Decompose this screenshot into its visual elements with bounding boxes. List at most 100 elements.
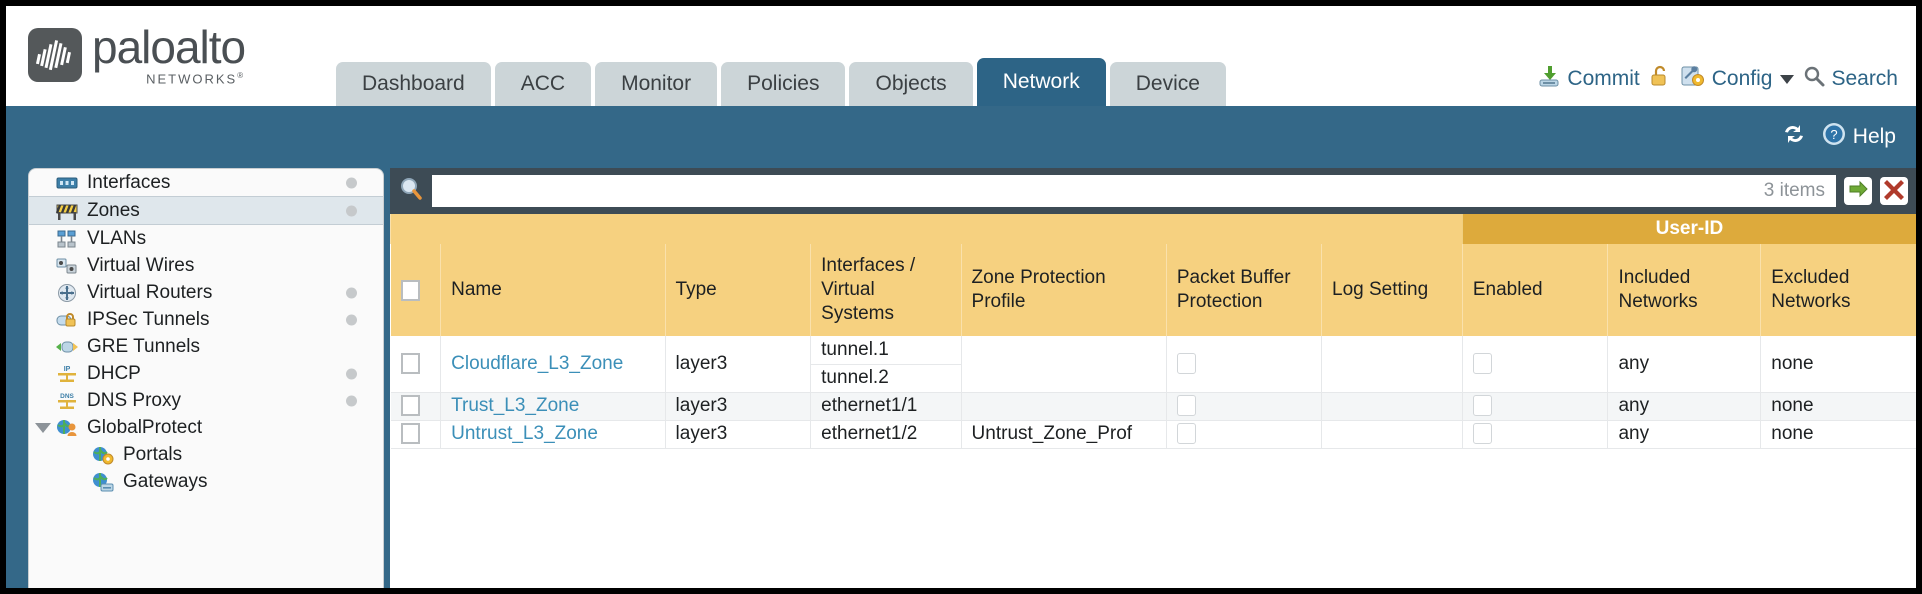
vlans-icon xyxy=(55,229,79,249)
cell-zone-protection-profile xyxy=(960,336,1167,393)
packet-buffer-protection-checkbox[interactable] xyxy=(1176,395,1196,417)
zone-name-link[interactable]: Trust_L3_Zone xyxy=(451,395,580,416)
sidebar-item-label: Virtual Routers xyxy=(87,281,213,303)
row-checkbox[interactable] xyxy=(400,423,420,445)
cell-type: layer3 xyxy=(664,336,811,393)
search-input-wrapper[interactable]: 3 items xyxy=(432,175,1836,207)
tab-objects[interactable]: Objects xyxy=(849,62,973,106)
search-magnifier-icon xyxy=(1803,65,1825,93)
sidebar-item-vlans[interactable]: VLANs xyxy=(29,225,383,252)
cell-interface: ethernet1/1 xyxy=(810,392,962,421)
column-header-included-networks[interactable]: Included Networks xyxy=(1607,244,1761,336)
sidebar-item-ipsec-tunnels[interactable]: IPSec Tunnels xyxy=(29,306,383,333)
sidebar-item-interfaces[interactable]: Interfaces xyxy=(29,169,383,196)
sidebar-item-label: VLANs xyxy=(87,227,147,249)
tab-network[interactable]: Network xyxy=(976,58,1106,106)
userid-enabled-checkbox[interactable] xyxy=(1472,423,1492,445)
cell-log-setting xyxy=(1321,392,1463,421)
select-all-checkbox[interactable] xyxy=(400,279,420,301)
help-question-icon: ? xyxy=(1821,121,1847,153)
column-header-name[interactable]: Name xyxy=(440,244,666,336)
page-body: Interfaces Zones xyxy=(6,168,1916,588)
column-header-zone-protection-profile[interactable]: Zone Protection Profile xyxy=(960,244,1167,336)
sidebar-item-label: Virtual Wires xyxy=(87,254,195,276)
cell-included-networks: any xyxy=(1607,392,1761,421)
tab-device[interactable]: Device xyxy=(1109,62,1226,106)
sidebar-status-dot xyxy=(346,368,357,379)
packet-buffer-protection-checkbox[interactable] xyxy=(1176,353,1196,375)
cell-packet-buffer-protection xyxy=(1165,336,1322,393)
userid-enabled-checkbox[interactable] xyxy=(1472,395,1492,417)
network-sidebar: Interfaces Zones xyxy=(28,168,384,588)
zone-name-link[interactable]: Untrust_L3_Zone xyxy=(451,423,598,444)
search-input[interactable] xyxy=(443,179,1754,203)
row-checkbox[interactable] xyxy=(400,353,420,375)
tab-dashboard[interactable]: Dashboard xyxy=(336,62,491,106)
config-lock-button[interactable] xyxy=(1649,64,1671,94)
sidebar-status-dot xyxy=(346,287,357,298)
row-checkbox[interactable] xyxy=(400,395,420,417)
main-nav-tabs: Dashboard ACC Monitor Policies Objects N… xyxy=(336,58,1226,106)
refresh-icon xyxy=(1781,122,1807,152)
sidebar-item-portals[interactable]: Portals xyxy=(29,441,383,468)
interfaces-icon xyxy=(55,173,79,193)
packet-buffer-protection-checkbox[interactable] xyxy=(1176,423,1196,445)
sidebar-status-dot xyxy=(346,314,357,325)
sidebar-item-dhcp[interactable]: IP DHCP xyxy=(29,360,383,387)
sidebar-item-gateways[interactable]: Gateways xyxy=(29,468,383,495)
column-header-packet-buffer-protection[interactable]: Packet Buffer Protection xyxy=(1165,244,1322,336)
expander-triangle-icon[interactable] xyxy=(35,422,51,433)
sidebar-item-dns-proxy[interactable]: DNS DNS Proxy xyxy=(29,387,383,414)
cell-interface: ethernet1/2 xyxy=(810,420,962,449)
group-header-userid: User-ID xyxy=(1461,214,1916,244)
dhcp-ip-icon: IP xyxy=(55,364,79,384)
config-button[interactable]: Config xyxy=(1680,64,1795,94)
column-header-type[interactable]: Type xyxy=(664,244,811,336)
sidebar-item-label: Portals xyxy=(123,443,183,465)
svg-text:IP: IP xyxy=(64,366,71,373)
cell-excluded-networks: none xyxy=(1760,392,1916,421)
help-button[interactable]: ? Help xyxy=(1821,121,1896,153)
tab-policies[interactable]: Policies xyxy=(721,62,846,106)
cell-log-setting xyxy=(1321,336,1463,393)
table-row[interactable]: Trust_L3_Zone layer3 ethernet1/1 xyxy=(390,392,1916,421)
cell-included-networks: any xyxy=(1607,336,1761,393)
row-select-cell xyxy=(390,336,441,393)
search-button[interactable]: Search xyxy=(1803,65,1898,93)
refresh-button[interactable] xyxy=(1781,122,1807,152)
clear-filter-button[interactable] xyxy=(1880,177,1908,205)
tab-acc[interactable]: ACC xyxy=(494,62,592,106)
sidebar-item-zones[interactable]: Zones xyxy=(29,196,383,225)
zones-barrier-icon xyxy=(55,201,79,221)
column-header-interfaces-virtual-systems[interactable]: Interfaces / Virtual Systems xyxy=(810,244,962,336)
sidebar-item-virtual-routers[interactable]: Virtual Routers xyxy=(29,279,383,306)
chevron-down-icon[interactable] xyxy=(1780,74,1795,84)
table-row[interactable]: Cloudflare_L3_Zone layer3 tunnel.1 xyxy=(390,336,1916,393)
group-header-spacer xyxy=(390,214,1463,244)
column-header-excluded-networks[interactable]: Excluded Networks xyxy=(1760,244,1916,336)
sidebar-item-label: Zones xyxy=(87,199,140,221)
apply-filter-arrow-icon xyxy=(1847,178,1869,205)
sidebar-item-gre-tunnels[interactable]: GRE Tunnels xyxy=(29,333,383,360)
column-header-log-setting[interactable]: Log Setting xyxy=(1321,244,1463,336)
cell-userid-enabled xyxy=(1461,336,1608,393)
table-row[interactable]: Untrust_L3_Zone layer3 ethernet1/2 Untru… xyxy=(390,420,1916,449)
commit-button[interactable]: Commit xyxy=(1537,64,1640,94)
tab-monitor[interactable]: Monitor xyxy=(595,62,718,106)
zones-table-wrapper: User-ID Name Type Interfaces / Virtual S… xyxy=(390,214,1916,588)
apply-filter-button[interactable] xyxy=(1844,177,1872,205)
portals-globe-gear-icon xyxy=(91,445,115,465)
sidebar-item-label: IPSec Tunnels xyxy=(87,308,210,330)
cell-userid-enabled xyxy=(1461,420,1608,449)
sidebar-item-virtual-wires[interactable]: Virtual Wires xyxy=(29,252,383,279)
cell-included-networks: any xyxy=(1607,420,1761,449)
virtual-wires-icon xyxy=(55,256,79,276)
column-header-userid-enabled[interactable]: Enabled xyxy=(1461,244,1608,336)
clear-filter-close-icon xyxy=(1883,178,1905,205)
virtual-routers-icon xyxy=(55,283,79,303)
config-wrench-gear-icon xyxy=(1680,64,1706,94)
sidebar-item-label: GRE Tunnels xyxy=(87,335,200,357)
zone-name-link[interactable]: Cloudflare_L3_Zone xyxy=(451,352,624,374)
sidebar-item-globalprotect[interactable]: GlobalProtect xyxy=(29,414,383,441)
userid-enabled-checkbox[interactable] xyxy=(1472,353,1492,375)
